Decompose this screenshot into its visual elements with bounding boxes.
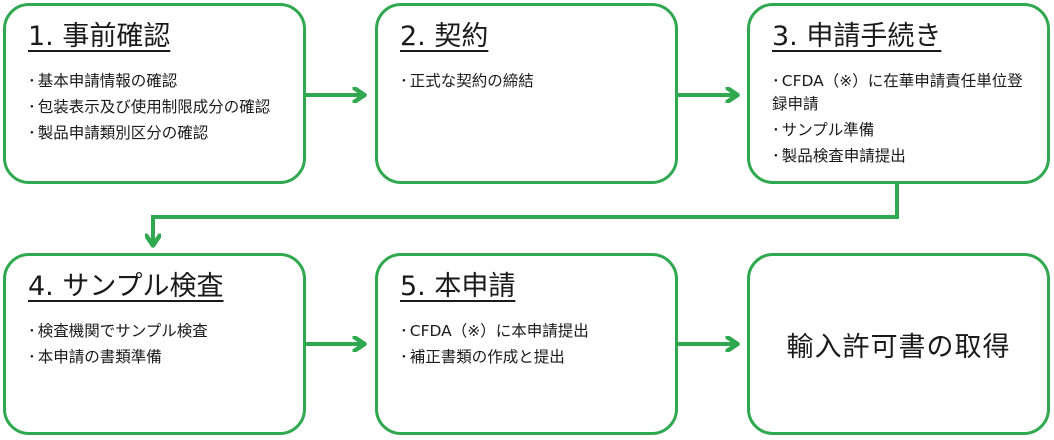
- bullet: ･: [772, 147, 780, 165]
- list-item: ･正式な契約の締結: [400, 72, 534, 90]
- final-box: 輸入許可書の取得: [747, 253, 1050, 435]
- bullet: ･: [28, 322, 36, 340]
- list-item: ･CFDA（※）に在華申請責任単位登録申請: [772, 72, 1023, 113]
- step-2-title: 2. 契約: [400, 21, 489, 52]
- list-item: ･製品検査申請提出: [772, 147, 906, 165]
- bullet: ･: [400, 72, 408, 90]
- step-3-list: ･CFDA（※）に在華申請責任単位登録申請 ･サンプル準備 ･製品検査申請提出: [772, 70, 1027, 168]
- step-1-box: 1. 事前確認 ･基本申請情報の確認 ･包装表示及び使用制限成分の確認 ･製品申…: [3, 3, 306, 184]
- step-3-title: 3. 申請手続き: [772, 21, 942, 52]
- step-2-list: ･正式な契約の締結: [400, 70, 655, 93]
- arrow-step3-to-step4: [153, 183, 899, 244]
- bullet: ･: [28, 124, 36, 142]
- bullet: ･: [400, 322, 408, 340]
- step-2-box: 2. 契約 ･正式な契約の締結: [375, 3, 678, 184]
- bullet: ･: [772, 72, 780, 90]
- step-1-list: ･基本申請情報の確認 ･包装表示及び使用制限成分の確認 ･製品申請類別区分の確認: [28, 70, 283, 145]
- list-item: ･本申請の書類準備: [28, 348, 162, 366]
- step-4-list: ･検査機関でサンプル検査 ･本申請の書類準備: [28, 320, 283, 369]
- bullet: ･: [400, 348, 408, 366]
- list-item: ･CFDA（※）に本申請提出: [400, 322, 589, 340]
- step-5-title: 5. 本申請: [400, 271, 516, 302]
- step-5-list: ･CFDA（※）に本申請提出 ･補正書類の作成と提出: [400, 320, 655, 369]
- list-item: ･検査機関でサンプル検査: [28, 322, 208, 340]
- bullet: ･: [28, 98, 36, 116]
- step-1-title: 1. 事前確認: [28, 21, 171, 52]
- list-item: ･製品申請類別区分の確認: [28, 124, 209, 142]
- final-text: 輸入許可書の取得: [786, 331, 1011, 363]
- step-5-box: 5. 本申請 ･CFDA（※）に本申請提出 ･補正書類の作成と提出: [375, 253, 678, 435]
- list-item: ･補正書類の作成と提出: [400, 348, 565, 366]
- list-item: ･基本申請情報の確認: [28, 72, 178, 90]
- bullet: ･: [772, 121, 780, 139]
- step-4-box: 4. サンプル検査 ･検査機関でサンプル検査 ･本申請の書類準備: [3, 253, 306, 435]
- bullet: ･: [28, 348, 36, 366]
- list-item: ･包装表示及び使用制限成分の確認: [28, 98, 271, 116]
- bullet: ･: [28, 72, 36, 90]
- list-item: ･サンプル準備: [772, 121, 875, 139]
- step-4-title: 4. サンプル検査: [28, 271, 224, 302]
- step-3-box: 3. 申請手続き ･CFDA（※）に在華申請責任単位登録申請 ･サンプル準備 ･…: [747, 3, 1050, 184]
